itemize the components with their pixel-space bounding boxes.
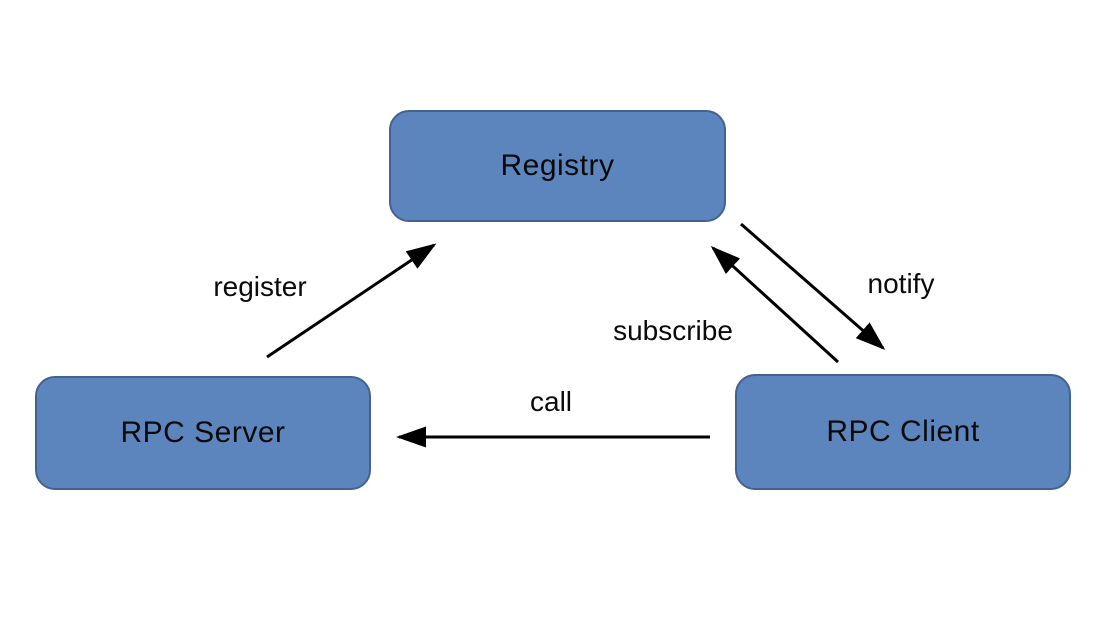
notify-arrow — [740, 222, 886, 350]
node-rpc-client: RPC Client — [735, 374, 1071, 490]
node-rpc-server: RPC Server — [35, 376, 371, 490]
subscribe-edge-label: subscribe — [613, 315, 733, 346]
register-edge-label: register — [213, 271, 307, 302]
node-registry: Registry — [389, 110, 726, 222]
node-registry-label: Registry — [500, 149, 615, 182]
node-rpc-server-label: RPC Server — [120, 416, 286, 449]
node-rpc-client-label: RPC Client — [826, 415, 980, 448]
call-edge-label: call — [529, 386, 573, 417]
notify-edge-label: notify — [867, 268, 935, 299]
